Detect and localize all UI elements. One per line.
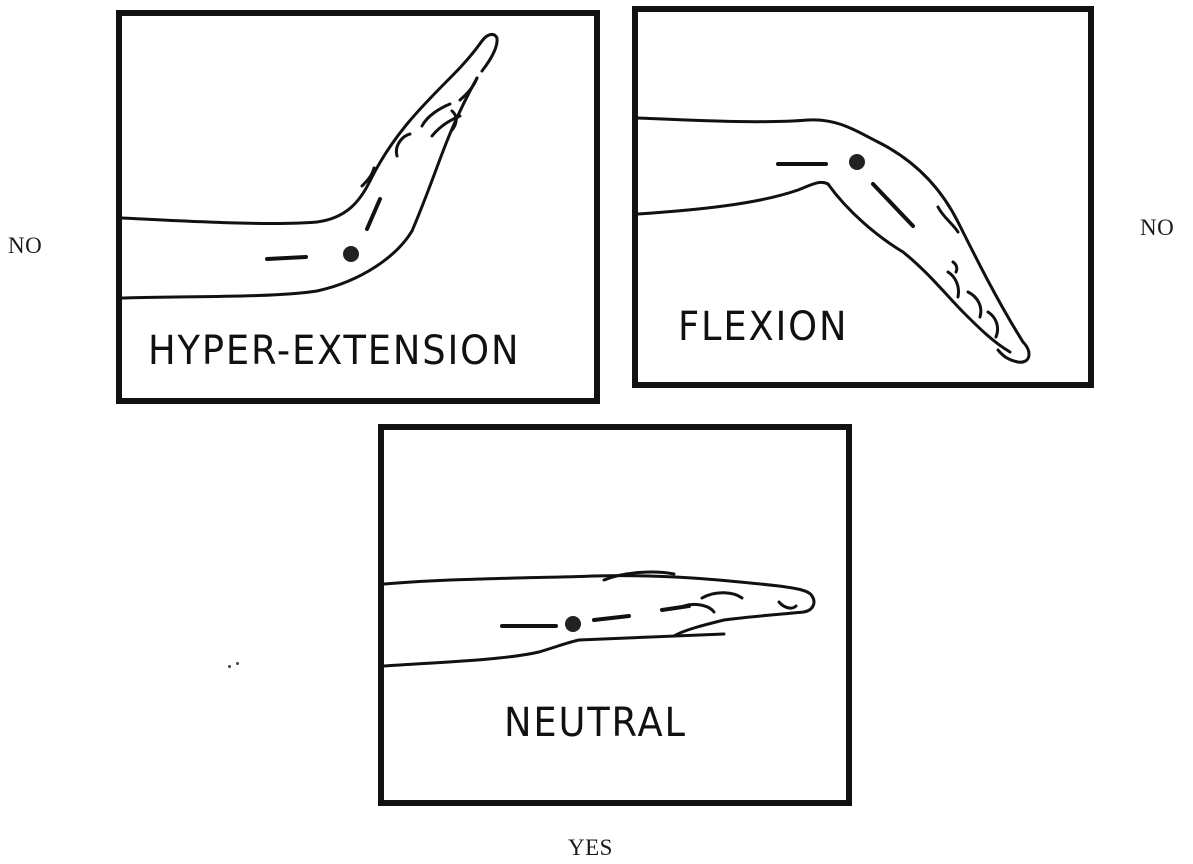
scan-speck [228,665,231,668]
panel-neutral: NEUTRAL [378,424,852,806]
panel-hyper-extension: HYPER-EXTENSION [116,10,600,404]
caption-hyper-extension: HYPER-EXTENSION [148,328,520,374]
verdict-label-flexion: NO [1140,215,1174,241]
verdict-label-neutral: YES [568,835,613,861]
panel-flexion: FLEXION [632,6,1094,388]
caption-flexion: FLEXION [678,304,848,350]
caption-neutral: NEUTRAL [504,700,687,746]
scan-speck [236,662,239,665]
verdict-label-hyper-extension: NO [8,233,42,259]
